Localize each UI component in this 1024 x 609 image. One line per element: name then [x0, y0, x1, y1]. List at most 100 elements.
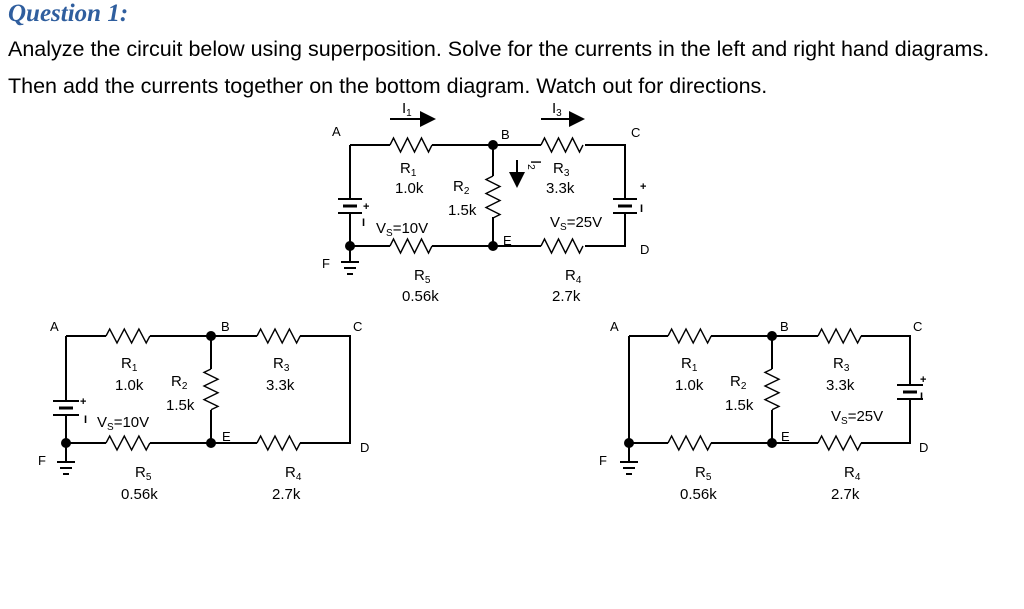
node-a: A: [610, 319, 619, 334]
r4-value: 2.7k: [272, 486, 301, 503]
r2-value: 1.5k: [166, 397, 195, 414]
node-f: F: [322, 256, 330, 271]
junction-dot: [624, 438, 634, 448]
r1-value: 1.0k: [115, 377, 144, 394]
r4-value: 2.7k: [831, 486, 860, 503]
r4-name: R4: [844, 464, 861, 483]
r5-value: 0.56k: [402, 288, 439, 305]
resistor-r1: [667, 327, 712, 345]
resistor-r1: [105, 327, 151, 345]
question-title: Question 1:: [8, 0, 129, 27]
node-e: E: [222, 429, 231, 444]
r5-name: R5: [695, 464, 712, 483]
node-e: E: [781, 429, 790, 444]
source-left-label: VS=10V: [97, 414, 149, 433]
r1-value: 1.0k: [395, 180, 424, 197]
node-d: D: [640, 242, 649, 257]
r4-name: R4: [285, 464, 302, 483]
battery-left: [53, 400, 79, 416]
node-f: F: [599, 453, 607, 468]
junction-dot: [61, 438, 71, 448]
source-right-label: VS=25V: [831, 408, 883, 427]
ground-symbol: [620, 461, 638, 475]
polarity-minus: I: [84, 414, 87, 426]
junction-dot: [488, 241, 498, 251]
resistor-r3: [817, 327, 862, 345]
resistor-r4: [540, 237, 584, 255]
circuit-right: A B C D E F R1 1.0k R2 1.5k R3 3.3k R5 0…: [599, 319, 928, 503]
junction-dot: [345, 241, 355, 251]
current-label-i3: I3: [552, 100, 562, 119]
r5-name: R5: [135, 464, 152, 483]
resistor-r1: [389, 136, 433, 154]
node-b: B: [501, 127, 510, 142]
polarity-plus: +: [920, 374, 926, 386]
current-label-i1: I1: [402, 100, 412, 119]
r2-name: R2: [730, 373, 747, 392]
r5-value: 0.56k: [121, 486, 158, 503]
node-c: C: [913, 319, 922, 334]
r3-value: 3.3k: [546, 180, 575, 197]
r2-name: R2: [171, 373, 188, 392]
node-e: E: [503, 233, 512, 248]
resistor-r4: [817, 434, 862, 452]
r2-value: 1.5k: [448, 202, 477, 219]
resistor-r5: [389, 237, 433, 255]
r3-value: 3.3k: [266, 377, 295, 394]
r4-name: R4: [565, 267, 582, 286]
r2-value: 1.5k: [725, 397, 754, 414]
node-d: D: [919, 440, 928, 455]
resistor-r2: [484, 175, 502, 219]
r3-name: R3: [273, 355, 290, 374]
r1-name: R1: [400, 160, 417, 179]
polarity-minus: I: [362, 217, 365, 229]
resistor-r2: [202, 368, 220, 411]
resistor-r3: [540, 136, 584, 154]
r4-value: 2.7k: [552, 288, 581, 305]
node-c: C: [353, 319, 362, 334]
junction-dot: [767, 331, 777, 341]
junction-dot: [488, 140, 498, 150]
junction-dot: [206, 438, 216, 448]
source-left-label: VS=10V: [376, 220, 428, 239]
resistor-r2: [763, 368, 781, 411]
r3-name: R3: [553, 160, 570, 179]
node-d: D: [360, 440, 369, 455]
node-c: C: [631, 125, 640, 140]
resistor-r5: [105, 434, 151, 452]
r1-name: R1: [681, 355, 698, 374]
node-b: B: [221, 319, 230, 334]
node-a: A: [50, 319, 59, 334]
circuit-top: I1 I3 I2 A B C D E F R1 1.0k R2 1.5k R3 …: [322, 100, 649, 305]
r2-name: R2: [453, 178, 470, 197]
question-text: Analyze the circuit below using superpos…: [8, 37, 990, 98]
polarity-minus: I: [920, 391, 923, 403]
resistor-r5: [667, 434, 712, 452]
junction-dot: [206, 331, 216, 341]
source-right-label: VS=25V: [550, 214, 602, 233]
r5-name: R5: [414, 267, 431, 286]
polarity-plus: +: [363, 201, 369, 213]
current-label-i2: I2: [525, 160, 544, 170]
polarity-plus: +: [640, 181, 646, 193]
battery-left: [338, 198, 362, 214]
r1-name: R1: [121, 355, 138, 374]
ground-symbol: [57, 461, 75, 475]
junction-dot: [767, 438, 777, 448]
r5-value: 0.56k: [680, 486, 717, 503]
battery-right: [613, 198, 637, 214]
node-a: A: [332, 124, 341, 139]
polarity-minus: I: [640, 203, 643, 215]
resistor-r4: [256, 434, 301, 452]
node-f: F: [38, 453, 46, 468]
polarity-plus: +: [80, 396, 86, 408]
r1-value: 1.0k: [675, 377, 704, 394]
node-b: B: [780, 319, 789, 334]
ground-symbol: [341, 261, 359, 275]
r3-value: 3.3k: [826, 377, 855, 394]
battery-right: [897, 384, 923, 400]
r3-name: R3: [833, 355, 850, 374]
circuit-left: A B C D E F R1 1.0k R2 1.5k R3 3.3k R5 0…: [38, 319, 369, 503]
resistor-r3: [256, 327, 301, 345]
